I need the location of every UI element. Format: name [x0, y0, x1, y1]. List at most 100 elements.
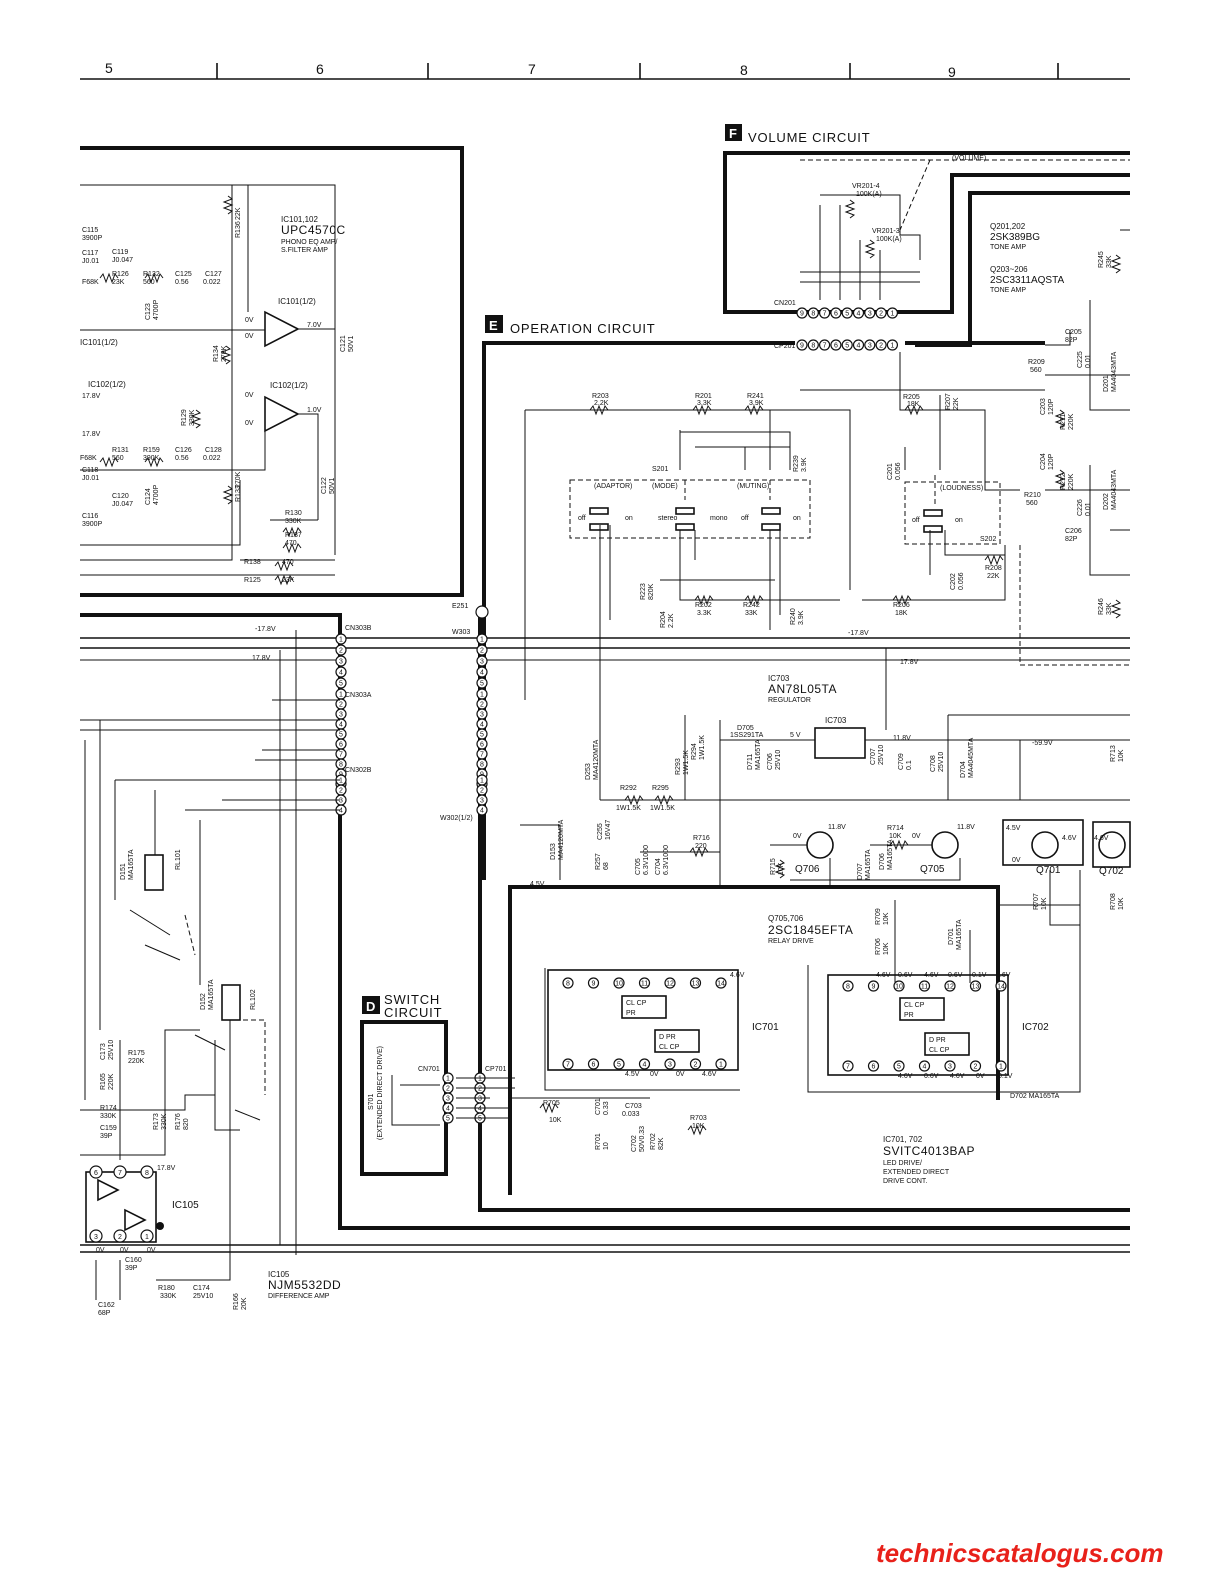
svg-text:R137: R137	[285, 532, 302, 539]
svg-text:16V47: 16V47	[605, 820, 612, 840]
svg-text:C703: C703	[625, 1103, 642, 1110]
watermark-text: technicscatalogus.com	[876, 1538, 1164, 1568]
cp201-pin-number: 4	[857, 343, 861, 350]
cn302b-pin-number: 3	[339, 798, 343, 805]
svg-text:330K: 330K	[285, 518, 302, 525]
svg-text:Q203~206: Q203~206	[990, 265, 1028, 274]
cn302b-pin-number: 4	[339, 808, 343, 815]
svg-text:0.6V: 0.6V	[948, 972, 963, 979]
svg-text:C203: C203	[1040, 398, 1047, 415]
svg-text:10K: 10K	[1118, 749, 1125, 762]
cn201-pin-number: 1	[890, 311, 894, 318]
svg-text:F68K: F68K	[82, 279, 99, 286]
cn201-pin	[841, 307, 853, 319]
svg-text:SVITC4013BAP: SVITC4013BAP	[883, 1144, 975, 1158]
svg-text:Q702: Q702	[1099, 866, 1124, 877]
svg-text:J0.047: J0.047	[112, 257, 133, 264]
svg-text:560: 560	[143, 279, 155, 286]
cn201-pin	[818, 307, 831, 319]
svg-text:3.9K: 3.9K	[801, 457, 808, 472]
svg-text:220K: 220K	[1068, 413, 1075, 430]
svg-text:E251: E251	[452, 603, 468, 610]
ic701-chip-label: IC701	[752, 1022, 779, 1033]
volume-circuit: (VOLUME) VR201-4 100K(A) VR201-3 100K(A)	[800, 155, 1130, 491]
cp701-pin-number: 5	[478, 1116, 482, 1123]
svg-text:Q706: Q706	[795, 864, 820, 875]
ic702-top-pin-number: 14	[997, 984, 1005, 991]
ic101-102-label: IC101,102 UPC4570C PHONO EQ AMP/ S.FILTE…	[281, 215, 345, 254]
q706-symbol	[806, 831, 834, 859]
cn201-pin	[852, 307, 865, 319]
ruler-col-6: 6	[316, 61, 324, 77]
svg-text:mono: mono	[710, 515, 728, 522]
svg-text:17.8V: 17.8V	[900, 659, 919, 666]
cn303a-pin-number: 3	[339, 712, 343, 719]
ruler-col-8: 8	[740, 62, 748, 78]
svg-text:0V: 0V	[120, 1247, 129, 1254]
ic702-bottom-pin	[969, 1060, 982, 1072]
svg-text:R257: R257	[595, 853, 602, 870]
svg-text:10K: 10K	[692, 1123, 705, 1130]
svg-text:R206: R206	[893, 602, 910, 609]
ic701-top-pin	[562, 977, 574, 989]
ic701-bottom-pin	[715, 1058, 727, 1070]
svg-text:270K: 270K	[235, 471, 242, 488]
svg-text:IC105: IC105	[268, 1270, 290, 1279]
ic701-top-pin-number: 10	[615, 981, 623, 988]
ic702-top-pin	[918, 980, 931, 992]
svg-text:C707: C707	[870, 748, 877, 765]
cn201-pin-number: 9	[800, 311, 804, 318]
svg-text:0.56: 0.56	[175, 279, 189, 286]
svg-text:R701: R701	[595, 1133, 602, 1150]
svg-text:R714: R714	[887, 825, 904, 832]
ic701-top-pin-number: 12	[666, 981, 674, 988]
w303-pin	[476, 644, 488, 656]
svg-text:4700P: 4700P	[153, 484, 160, 505]
svg-text:NJM5532DD: NJM5532DD	[268, 1278, 341, 1292]
svg-text:17.8V: 17.8V	[157, 1165, 176, 1172]
svg-text:100K(A): 100K(A)	[856, 191, 882, 198]
cn701-pin	[442, 1112, 454, 1124]
svg-text:25V10: 25V10	[938, 752, 945, 772]
ic701-bottom-pin	[587, 1058, 600, 1070]
svg-text:S202: S202	[980, 536, 996, 543]
ic701-top-pin-number: 8	[566, 981, 570, 988]
cn201-pin	[807, 307, 819, 319]
svg-text:MA4043MTA: MA4043MTA	[1111, 469, 1118, 510]
cn201-pin-number: 2	[879, 311, 883, 318]
ruler-col-7: 7	[528, 61, 536, 77]
svg-text:330K: 330K	[161, 1113, 168, 1130]
w303-pin-number: 6	[480, 742, 484, 749]
ic701-top-pin	[638, 977, 651, 989]
svg-text:AN78L05TA: AN78L05TA	[768, 682, 837, 696]
svg-text:IC102(1/2): IC102(1/2)	[88, 380, 126, 389]
svg-text:10K: 10K	[1118, 897, 1125, 910]
svg-text:C705: C705	[635, 858, 642, 875]
cn701-pin-number: 3	[446, 1096, 450, 1103]
ic701-bottom-pin	[638, 1058, 651, 1070]
svg-text:Q701: Q701	[1036, 865, 1061, 876]
svg-text:10K: 10K	[1041, 897, 1048, 910]
cn303b-pin-number: 4	[339, 670, 343, 677]
svg-text:R242: R242	[743, 602, 760, 609]
svg-text:RL101: RL101	[175, 849, 182, 870]
svg-text:4.5V: 4.5V	[625, 1071, 640, 1078]
cn303b-pin-number: 1	[339, 637, 343, 644]
svg-text:CL CP: CL CP	[929, 1047, 950, 1054]
svg-text:0.56: 0.56	[175, 455, 189, 462]
cn303b-pin-number: 5	[339, 681, 343, 688]
svg-text:CP701: CP701	[485, 1066, 507, 1073]
ic702-bottom-pin	[842, 1060, 854, 1072]
svg-text:10K: 10K	[883, 942, 890, 955]
svg-text:C125: C125	[175, 271, 192, 278]
cn303b-pin	[335, 677, 347, 689]
svg-text:4.5V: 4.5V	[530, 881, 545, 888]
svg-text:D151: D151	[120, 863, 127, 880]
svg-text:R702: R702	[650, 1133, 657, 1150]
operation-circuit-title: E OPERATION CIRCUIT	[485, 315, 655, 336]
cn302b-pin-number: 2	[339, 788, 343, 795]
cn701-pin-number: 1	[446, 1076, 450, 1083]
svg-text:D711: D711	[747, 754, 754, 770]
